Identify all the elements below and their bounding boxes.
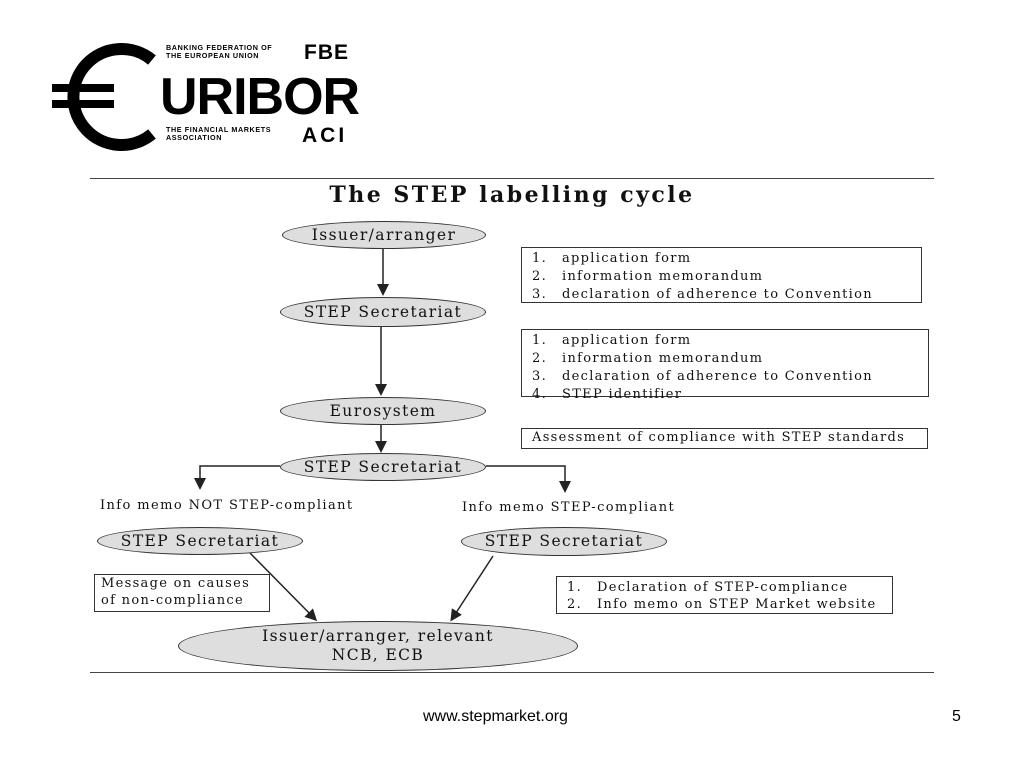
arrow-right-to-final [450,555,494,622]
node-issuer-arranger: Issuer/arranger [282,221,486,249]
list-item: 4. STEP identifier [532,386,918,404]
list-text: STEP identifier [562,387,683,402]
list-text: declaration of adherence to Convention [562,287,873,302]
list-number: 2. [532,269,548,284]
arrow-branch-right [486,465,571,493]
list-item: 1. Declaration of STEP-compliance [567,579,882,596]
top-rule [90,178,934,179]
bottom-rule [90,672,934,673]
list-item: 1. application form [532,250,911,268]
list-number: 2. [532,351,548,366]
documents-box-1: 1. application form 2. information memorand… [521,247,922,303]
list-number: 1. [532,333,548,348]
logo-line-3: THE FINANCIAL MARKETS [166,125,272,134]
arrow-branch-left [194,465,280,490]
list-text: information memorandum [562,351,764,366]
node-final-recipients: Issuer/arranger, relevant NCB, ECB [178,621,578,671]
list-item: 2. information memorandum [532,350,918,368]
footer-url: www.stepmarket.org [423,708,568,725]
node-step-secretariat-right: STEP Secretariat [461,527,667,556]
list-item: 3. declaration of adherence to Convention [532,286,911,304]
list-number: 1. [567,580,583,595]
euribor-logo: BANKING FEDERATION OF THE EUROPEAN UNION… [52,40,364,154]
list-text: declaration of adherence to Convention [562,369,873,384]
list-number: 2. [567,597,583,612]
euro-symbol-icon [52,43,156,151]
node-step-secretariat-2: STEP Secretariat [280,453,486,481]
non-compliance-line-1: Message on causes [101,576,251,591]
logo-line-4: ASSOCIATION [166,133,222,142]
list-item: 2. information memorandum [532,268,911,286]
list-text: Declaration of STEP-compliance [597,580,849,595]
logo-line-2: THE EUROPEAN UNION [166,51,260,60]
final-line-2: NCB, ECB [331,646,425,664]
list-text: application form [562,333,692,348]
non-compliance-box: Message on causes of non-compliance [94,574,270,612]
list-number: 4. [532,387,548,402]
node-eurosystem: Eurosystem [280,397,486,425]
compliance-box: 1. Declaration of STEP-compliance 2. Info m… [556,576,893,614]
non-compliance-line-2: of non-compliance [101,593,245,608]
list-item: 1. application form [532,332,918,350]
list-number: 1. [532,251,548,266]
label-compliant: Info memo STEP-compliant [462,500,676,515]
list-text: Info memo on STEP Market website [597,597,877,612]
logo-fbe: FBE [304,41,349,64]
logo-aci: ACI [302,124,348,147]
logo-wordmark: URIBOR [160,68,360,126]
assessment-box: Assessment of compliance with STEP stand… [521,428,928,449]
diagram-title: The STEP labelling cycle [329,182,695,208]
list-number: 3. [532,287,548,302]
list-item: 3. declaration of adherence to Convention [532,368,918,386]
final-line-1: Issuer/arranger, relevant [262,627,494,645]
label-not-compliant: Info memo NOT STEP-compliant [100,498,354,513]
arrow-left-to-final [249,552,318,622]
node-step-secretariat-1: STEP Secretariat [280,297,486,327]
list-text: information memorandum [562,269,764,284]
documents-box-2: 1. application form 2. information memorand… [521,329,929,402]
list-number: 3. [532,369,548,384]
node-step-secretariat-left: STEP Secretariat [97,527,303,555]
list-item: 2. Info memo on STEP Market website [567,596,882,613]
list-text: application form [562,251,692,266]
logo-line-1: BANKING FEDERATION OF [166,43,273,52]
page-number: 5 [952,708,961,725]
